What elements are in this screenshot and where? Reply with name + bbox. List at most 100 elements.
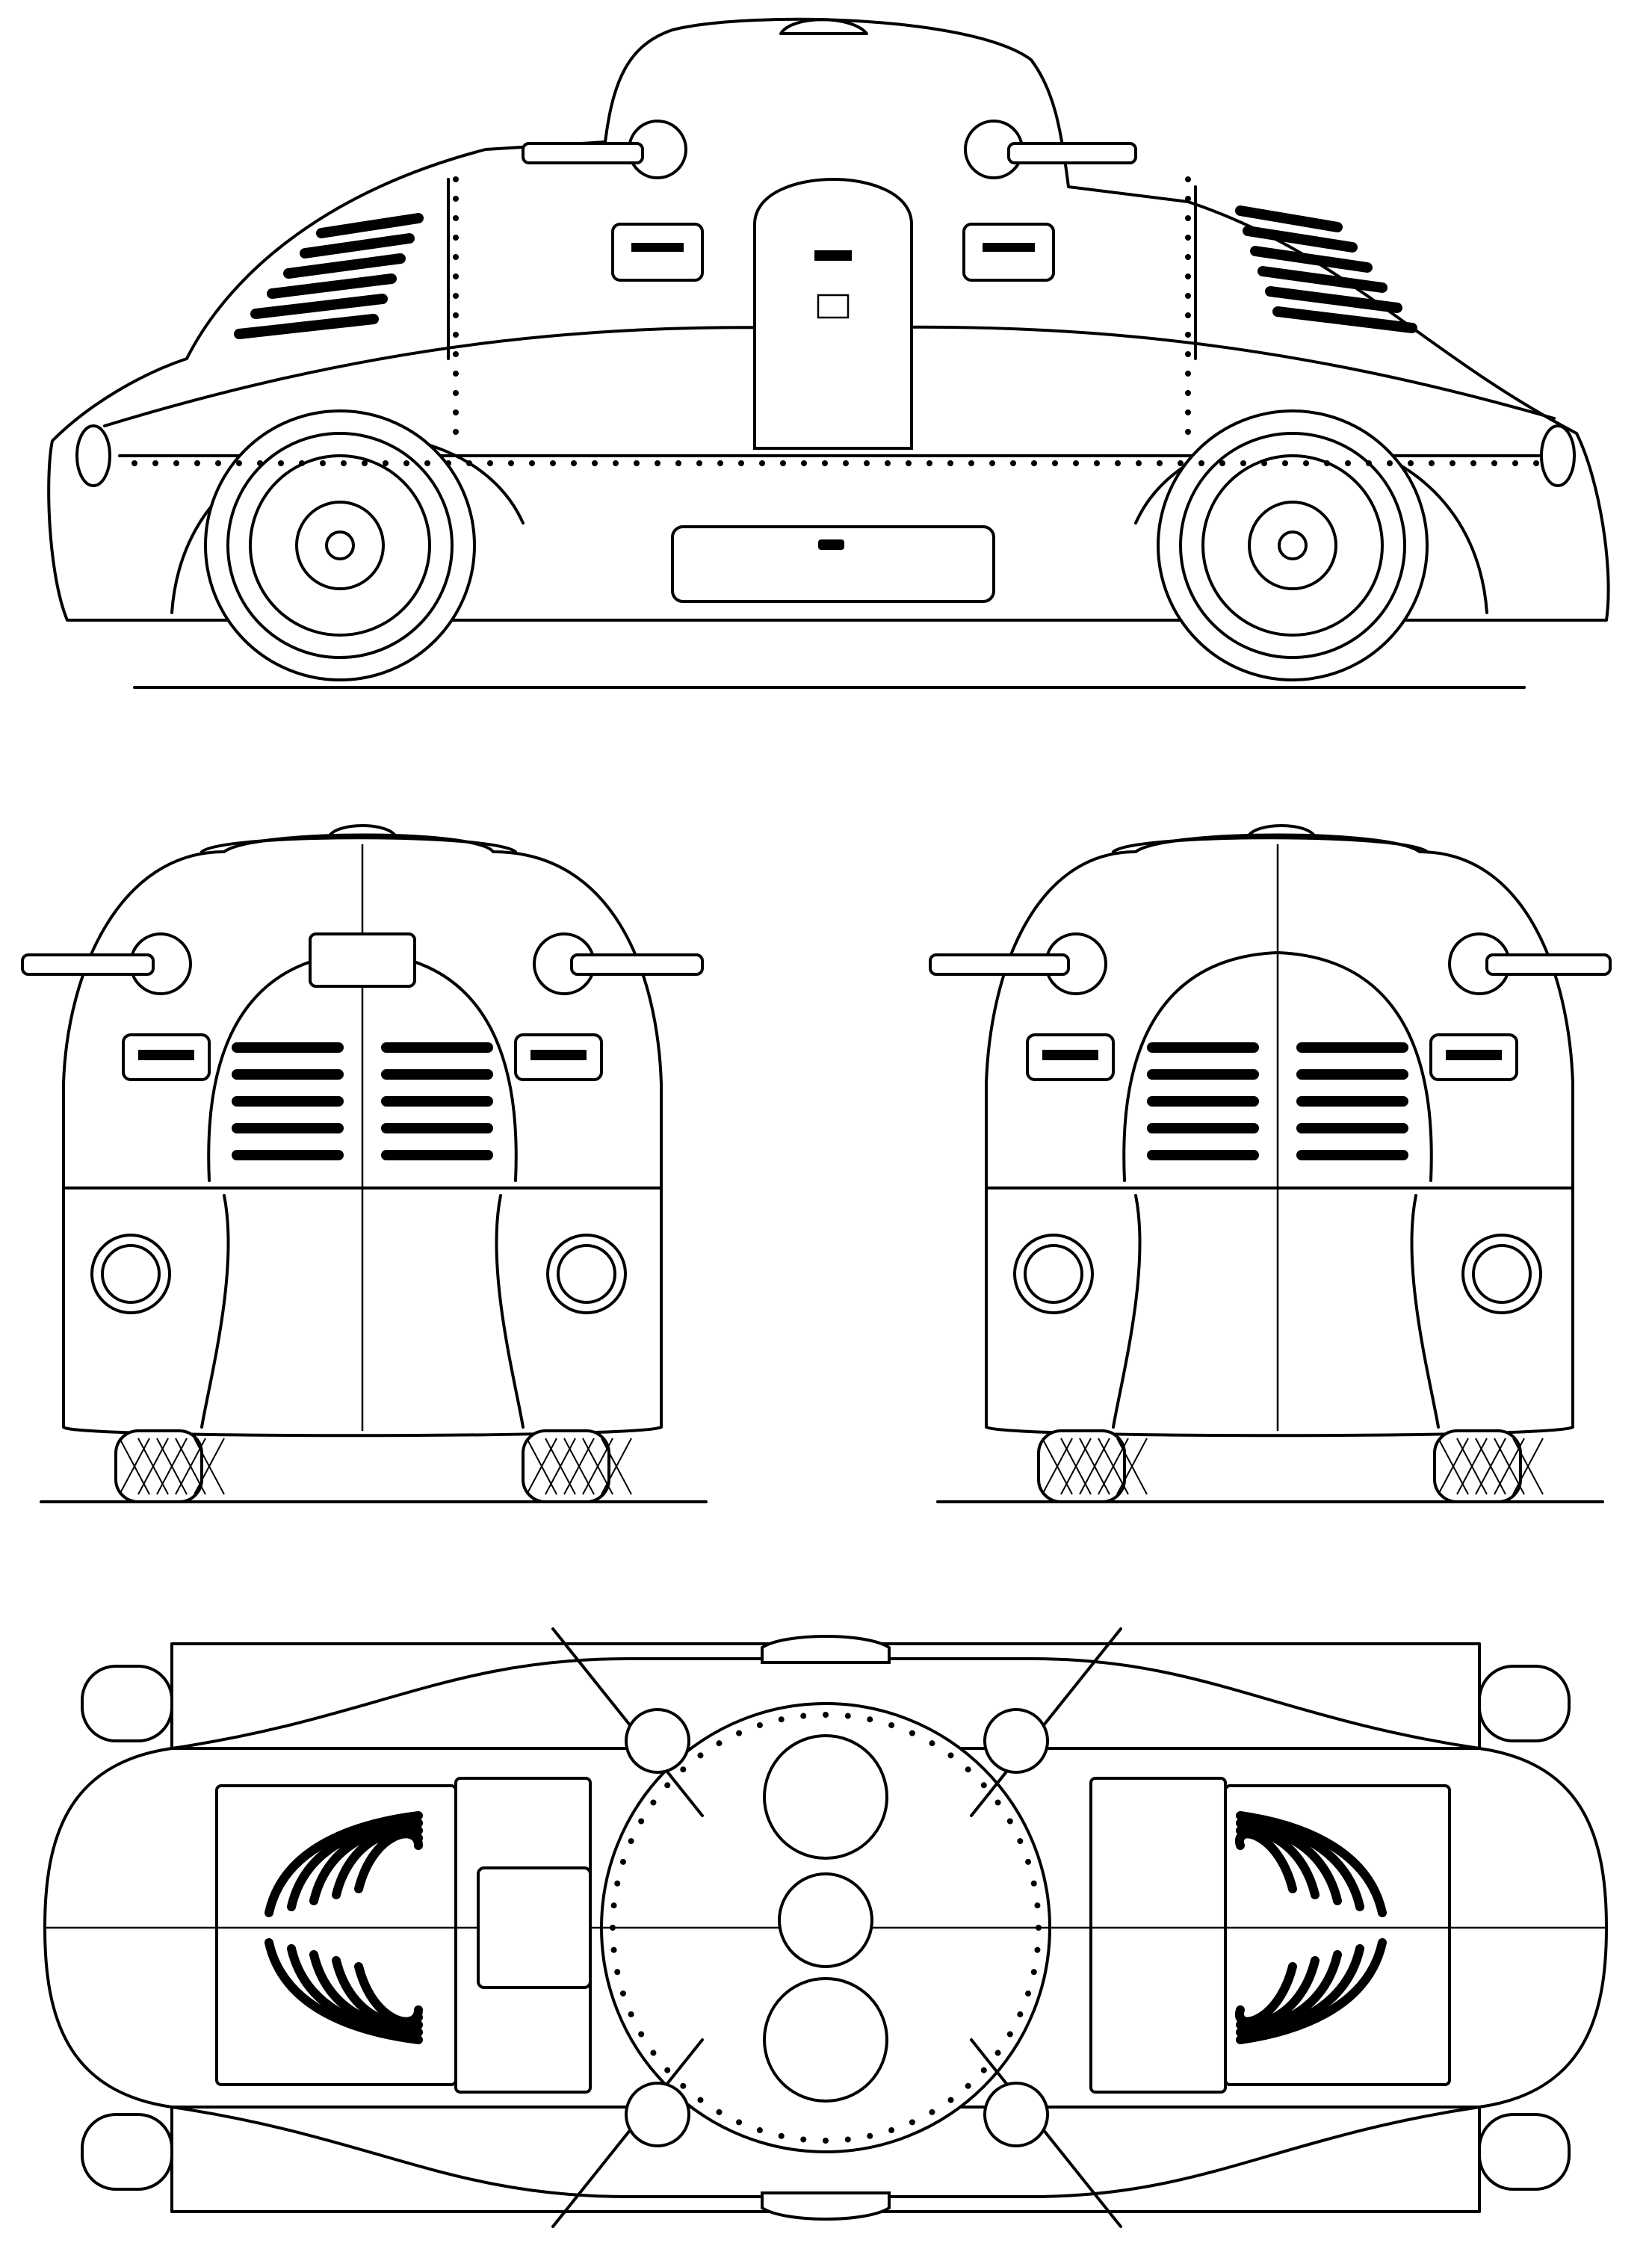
side-wheel-rear	[1134, 409, 1488, 681]
rivet	[1185, 273, 1191, 279]
rivet	[550, 460, 556, 466]
front-louvres	[232, 1042, 493, 1160]
rivet	[152, 460, 158, 466]
rivet	[453, 235, 459, 241]
rivet	[1034, 1946, 1041, 1953]
rivet	[929, 2109, 935, 2115]
rivet	[1512, 460, 1518, 466]
rivet	[680, 2082, 687, 2089]
top-cupola-front	[761, 1635, 891, 1664]
louvre-slot	[1147, 1096, 1259, 1107]
louvre-slot	[267, 273, 397, 299]
rivet	[453, 312, 459, 318]
tread-line	[194, 1438, 225, 1495]
rivet	[453, 215, 459, 221]
rivet	[664, 1782, 671, 1789]
rivet	[1198, 460, 1204, 466]
tread-line	[1494, 1438, 1525, 1495]
rivet	[638, 2031, 645, 2038]
rivet	[1094, 460, 1100, 466]
tread-line	[119, 1438, 150, 1495]
rivet	[466, 460, 472, 466]
louvre-slot	[1235, 205, 1343, 232]
louvre-slot	[1243, 226, 1358, 253]
rear-lamp-lens-left	[1024, 1244, 1083, 1304]
rivet	[453, 293, 459, 299]
side-tyre-front	[204, 409, 476, 681]
tread-line	[526, 1438, 557, 1495]
rivet	[716, 2109, 723, 2115]
front-machine-gun-right	[570, 953, 704, 976]
side-vision-slit-left	[631, 243, 684, 252]
tread-line	[1512, 1438, 1544, 1495]
louvre-slot	[1272, 306, 1417, 333]
grille-slot	[354, 1829, 423, 1893]
rivet	[610, 1946, 617, 1953]
rivet	[1185, 390, 1191, 396]
rivet	[320, 460, 326, 466]
rivet	[453, 371, 459, 377]
rivet	[453, 409, 459, 415]
louvre-slot	[300, 233, 415, 259]
side-louvres-left	[234, 213, 424, 339]
side-hub-cap-rear	[1278, 530, 1308, 560]
rivet	[1303, 460, 1309, 466]
tread-line	[545, 1438, 576, 1495]
side-headlamp-front	[75, 424, 111, 487]
rivet	[759, 460, 765, 466]
top-gun-mount-fl	[551, 1627, 704, 1817]
top-lamp-rear-right	[1478, 2113, 1571, 2191]
rivet	[1185, 215, 1191, 221]
tread-line	[1116, 1438, 1148, 1495]
louvre-slot	[316, 213, 424, 238]
front-hull-outline	[62, 833, 663, 1438]
side-rivets	[132, 176, 1539, 466]
top-gun-mount-fr	[970, 1627, 1122, 1817]
grille-slot	[1234, 1829, 1297, 1893]
rivet	[1282, 460, 1288, 466]
tread-line	[137, 1438, 169, 1495]
rivet	[947, 2097, 954, 2103]
rear-vision-slit-right	[1446, 1050, 1502, 1060]
rivet	[696, 460, 702, 466]
louvre-slot	[250, 294, 388, 319]
rivet	[717, 460, 723, 466]
rivet	[1408, 460, 1414, 466]
top-view	[43, 1627, 1609, 2228]
top-cooling-grilles	[264, 1811, 1387, 2044]
rear-machine-gun-left	[929, 953, 1070, 976]
rivet	[1136, 460, 1142, 466]
top-gun-ball-fr	[983, 1708, 1049, 1774]
rear-machine-gun-right	[1485, 953, 1612, 976]
grille-slot	[1236, 1938, 1387, 2044]
side-view	[47, 17, 1610, 689]
rivet	[756, 2127, 763, 2134]
rivet	[619, 1990, 626, 1997]
rivet	[1185, 312, 1191, 318]
rivet	[1006, 2031, 1013, 2038]
louvre-slot	[234, 314, 379, 339]
rivet	[453, 429, 459, 435]
rivet	[424, 460, 430, 466]
louvre-slot	[1296, 1042, 1408, 1053]
rear-fender-left	[1112, 1194, 1142, 1429]
rivet	[257, 460, 263, 466]
rivet	[867, 2132, 873, 2139]
rivet	[756, 1721, 763, 1728]
louvre-slot	[232, 1150, 344, 1160]
top-engine-deck-rear	[1224, 1784, 1451, 2086]
rivet	[610, 1925, 616, 1931]
rear-vision-slit-left	[1042, 1050, 1098, 1060]
side-vision-port-left	[611, 223, 704, 282]
rivet	[1025, 1858, 1032, 1865]
side-hatch-handle	[818, 539, 844, 550]
louvre-slot	[232, 1096, 344, 1107]
rivet	[778, 2132, 785, 2139]
top-lamp-front-left	[81, 1665, 173, 1742]
louvre-slot	[232, 1042, 344, 1053]
top-access-hatch	[477, 1866, 592, 1989]
rivet	[453, 176, 459, 182]
rear-cupola	[1246, 824, 1317, 838]
rivet	[867, 1716, 873, 1723]
rivet	[1185, 235, 1191, 241]
